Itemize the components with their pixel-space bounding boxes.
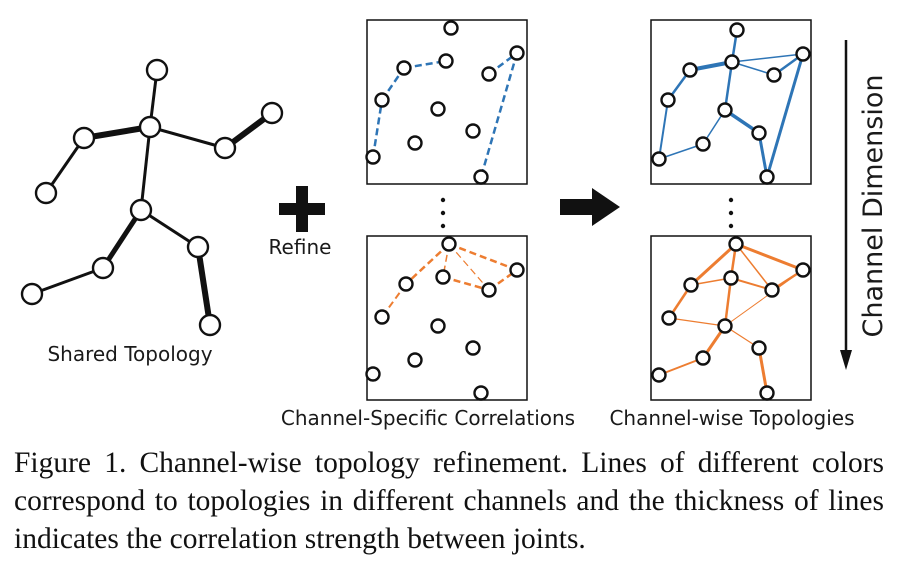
figure-caption: Figure 1. Channel-wise topology refineme… xyxy=(14,447,884,555)
joint xyxy=(145,58,169,82)
joint xyxy=(407,135,423,151)
joint xyxy=(759,169,775,185)
joint xyxy=(365,366,381,382)
joint xyxy=(473,169,489,185)
edge xyxy=(149,125,226,150)
joint xyxy=(695,350,711,366)
joint xyxy=(751,340,767,356)
joint xyxy=(651,151,667,167)
joint xyxy=(724,54,740,70)
joint xyxy=(481,66,497,82)
shared-topology-skeleton xyxy=(31,69,274,326)
joint xyxy=(728,236,744,252)
channel-dimension-label: Channel Dimension xyxy=(858,75,889,338)
joint xyxy=(398,276,414,292)
joint xyxy=(465,340,481,356)
joint xyxy=(764,282,780,298)
correlation-panel-top xyxy=(366,19,528,185)
joint xyxy=(365,149,381,165)
topology-top-joints xyxy=(651,22,811,185)
correlation-panel-bottom xyxy=(366,235,528,401)
joint xyxy=(430,318,446,334)
joint xyxy=(717,102,733,118)
edge xyxy=(140,208,199,249)
edge xyxy=(195,246,213,326)
joint xyxy=(759,385,775,401)
joint xyxy=(374,309,390,325)
arrow-right-icon xyxy=(560,188,620,226)
correlations-label: Channel-Specific Correlations xyxy=(281,406,575,430)
joint xyxy=(660,92,676,108)
ellipsis-dots-correlations xyxy=(440,197,446,229)
joint xyxy=(443,20,459,36)
joint xyxy=(213,136,237,160)
joint xyxy=(374,92,390,108)
joint xyxy=(509,262,525,278)
joint xyxy=(34,181,58,205)
joint xyxy=(717,318,733,334)
channel-dimension-arrow xyxy=(840,40,852,370)
joint xyxy=(441,236,457,252)
joint xyxy=(465,123,481,139)
correlation-top-joints xyxy=(365,20,525,185)
joint xyxy=(473,385,489,401)
joint xyxy=(729,22,745,38)
joint xyxy=(20,282,44,306)
ellipsis-dots-topologies xyxy=(728,197,734,229)
joint xyxy=(260,101,284,125)
joint xyxy=(481,282,497,298)
blue-topology-edges xyxy=(658,29,805,178)
shared-topology-joints xyxy=(20,58,284,337)
edge xyxy=(139,126,152,211)
joint xyxy=(795,46,811,62)
plus-icon xyxy=(279,186,325,232)
topology-panel-bottom xyxy=(650,235,812,401)
joint xyxy=(766,67,782,83)
joint xyxy=(91,256,115,280)
joint xyxy=(751,125,767,141)
joint xyxy=(138,115,162,139)
topology-bottom-joints xyxy=(651,236,811,401)
edge xyxy=(100,208,144,270)
edge xyxy=(31,266,104,296)
topologies-label: Channel-wise Topologies xyxy=(609,406,854,430)
topology-panel-top xyxy=(650,19,812,185)
orange-topology-edges xyxy=(658,242,804,394)
joint xyxy=(435,269,451,285)
joint xyxy=(695,136,711,152)
joint xyxy=(129,198,153,222)
joint xyxy=(186,235,210,259)
joint xyxy=(795,262,811,278)
shared-topology-label: Shared Topology xyxy=(47,342,212,366)
joint xyxy=(723,270,739,286)
joint xyxy=(651,367,667,383)
joint xyxy=(72,126,96,150)
joint xyxy=(661,310,677,326)
joint xyxy=(198,313,222,337)
correlation-bottom-joints xyxy=(365,236,525,401)
figure-diagram: Shared Topology Refine xyxy=(20,19,889,430)
joint xyxy=(407,352,423,368)
joint xyxy=(509,45,525,61)
joint xyxy=(683,277,699,293)
joint xyxy=(396,60,412,76)
joint xyxy=(438,53,454,69)
joint xyxy=(430,101,446,117)
refine-label: Refine xyxy=(269,235,332,259)
joint xyxy=(682,62,698,78)
